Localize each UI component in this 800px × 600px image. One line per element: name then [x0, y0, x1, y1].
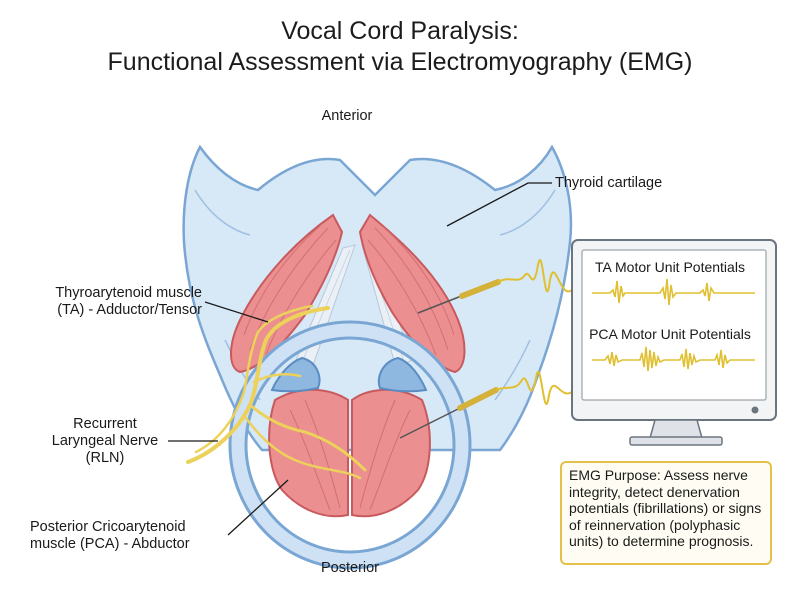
emg-needle-ta	[417, 279, 501, 314]
diagram-title-line1: Vocal Cord Paralysis:	[281, 17, 519, 45]
rln-label-line2: Laryngeal Nerve	[51, 433, 159, 449]
ta-striations	[243, 225, 455, 356]
ta-trace	[592, 278, 755, 306]
ta-muscle-right	[358, 213, 466, 374]
recurrent-laryngeal-nerve	[186, 304, 367, 480]
pca-muscle-label: Posterior Cricoarytenoid muscle (PCA) - …	[30, 519, 190, 553]
anterior-label: Anterior	[321, 108, 373, 124]
leader-ta	[204, 301, 269, 323]
monitor-power-icon	[751, 406, 759, 414]
ta-trace-label: TA Motor Unit Potentials	[595, 259, 745, 275]
emg-needle-pca	[399, 387, 499, 439]
ta-muscle-label: Thyroarytenoid muscle (TA) - Adductor/Te…	[10, 285, 202, 319]
thyroid-fold-right	[499, 189, 556, 236]
pca-striations	[289, 399, 411, 511]
pca-label-line1: Posterior Cricoarytenoid	[30, 519, 186, 535]
pca-trace-label: PCA Motor Unit Potentials	[589, 326, 751, 342]
thyroid-fold-lower-right	[494, 339, 531, 401]
ta-label-line1: Thyroarytenoid muscle	[55, 285, 202, 301]
signal-wire-pca	[495, 370, 573, 405]
signal-wire-ta	[497, 259, 573, 293]
pca-label-line2: muscle (PCA) - Abductor	[30, 536, 190, 552]
cricoid-ring-inner	[231, 323, 469, 567]
thyroid-cartilage-label: Thyroid cartilage	[555, 175, 663, 191]
emg-purpose-note: EMG Purpose: Assess nerve integrity, det…	[560, 461, 772, 565]
rln-label-line1: Recurrent	[73, 416, 137, 432]
diagram-title-line2: Functional Assessment via Electromyograp…	[107, 48, 693, 76]
thyroid-fold-left	[194, 189, 251, 236]
arytenoid-right	[377, 356, 428, 393]
leader-thyroid	[446, 182, 552, 227]
leader-pca	[227, 479, 289, 536]
ta-label-line2: (TA) - Adductor/Tensor	[57, 302, 202, 318]
pca-trace	[592, 346, 755, 372]
pca-muscle-right	[351, 388, 431, 518]
rln-label: Recurrent Laryngeal Nerve (RLN)	[40, 416, 170, 467]
posterior-label: Posterior	[320, 560, 380, 576]
rln-label-line3: (RLN)	[85, 450, 125, 466]
